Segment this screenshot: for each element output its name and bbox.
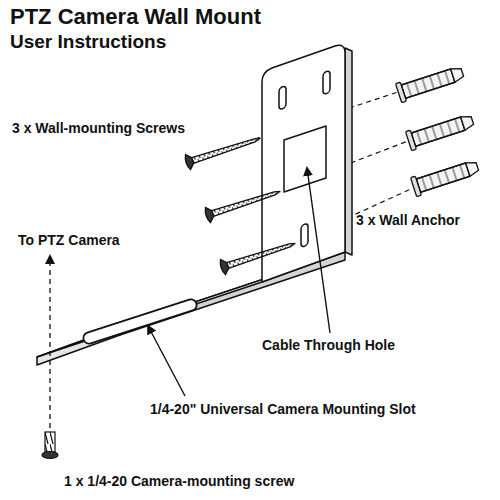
wall-anchor — [411, 157, 481, 197]
part-label: 3 x Wall-mounting Screws — [12, 120, 185, 136]
title: PTZ Camera Wall Mount — [10, 4, 261, 29]
subtitle: User Instructions — [10, 31, 166, 53]
wall-screw — [219, 236, 298, 275]
wall-anchor — [396, 63, 466, 103]
wall-screw — [204, 184, 283, 223]
leader-arrow — [148, 326, 185, 396]
camera-screw — [42, 432, 58, 459]
wall-anchor — [406, 111, 476, 151]
leader-arrow — [307, 168, 330, 333]
cable-hole — [284, 126, 326, 192]
screw-slot — [279, 86, 286, 110]
mounting-slot — [89, 305, 191, 338]
part-label: To PTZ Camera — [18, 232, 120, 248]
plate-edge — [345, 48, 352, 255]
mounting-slot — [89, 305, 191, 338]
part-label: Cable Through Hole — [262, 337, 395, 353]
screw-slot — [301, 223, 308, 247]
part-label: 3 x Wall Anchor — [356, 212, 460, 228]
direction-arrow — [49, 256, 50, 428]
wall-anchors — [396, 63, 481, 197]
wall-plate — [262, 45, 345, 282]
part-label: 1 x 1/4-20 Camera-mounting screw — [64, 473, 294, 489]
screw-slot — [323, 70, 330, 94]
part-label: 1/4-20" Universal Camera Mounting Slot — [150, 401, 416, 417]
wall-screw — [184, 131, 263, 170]
bracket — [37, 45, 352, 365]
wall-screws — [184, 131, 298, 275]
